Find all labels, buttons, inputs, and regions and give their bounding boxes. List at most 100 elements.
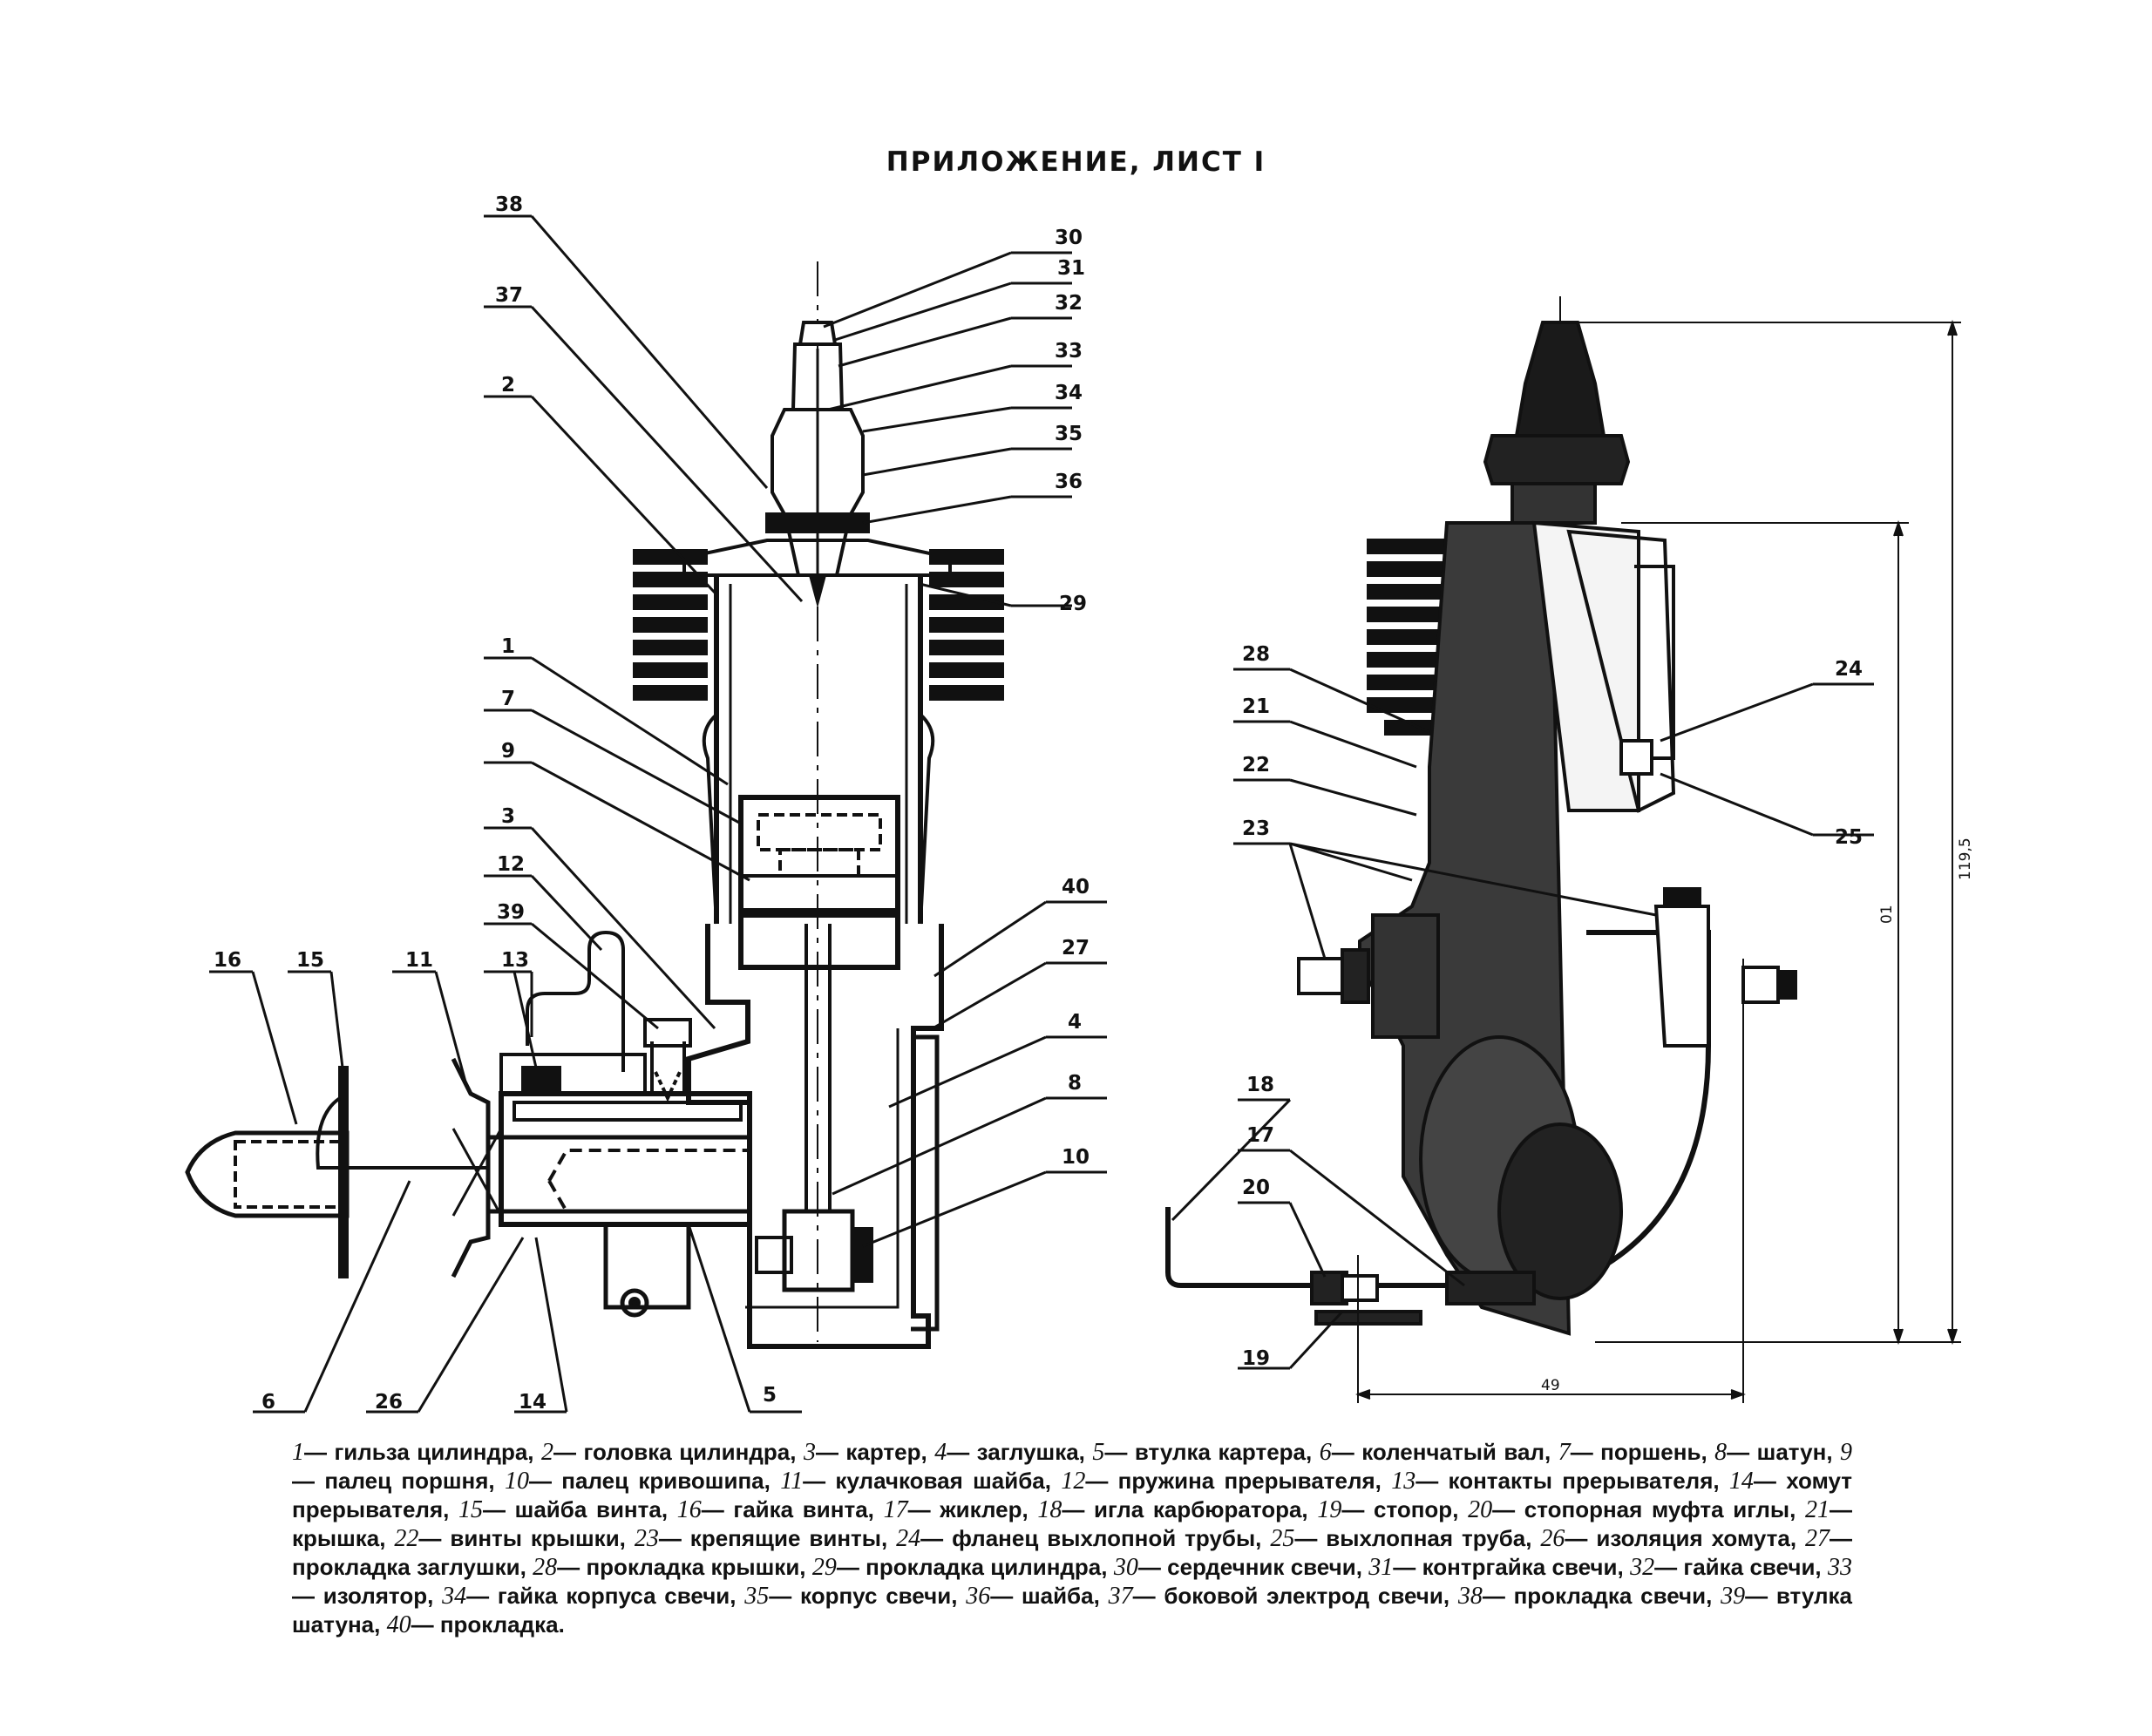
- legend-item: 4— заглушка,: [934, 1439, 1085, 1466]
- callout-15: 15: [296, 949, 324, 972]
- left-section-view: [185, 261, 1004, 1349]
- legend-number: 8: [1714, 1439, 1728, 1466]
- legend-text: — выхлопная труба,: [1294, 1525, 1532, 1551]
- callout-11: 11: [405, 949, 433, 972]
- callout-35: 35: [1055, 423, 1083, 445]
- legend-number: 16: [676, 1496, 702, 1523]
- callout-17: 17: [1246, 1124, 1274, 1147]
- legend-text: — изолятор,: [292, 1583, 434, 1609]
- callout-20: 20: [1242, 1177, 1270, 1199]
- legend-number: 36: [966, 1583, 991, 1610]
- legend-item: 14— хомут прерывателя,: [292, 1468, 1852, 1522]
- legend-item: 3— картер,: [803, 1439, 927, 1466]
- legend-text: — гайка винта,: [701, 1496, 874, 1522]
- callout-23: 23: [1242, 817, 1270, 840]
- callout-8: 8: [1068, 1072, 1082, 1095]
- legend-number: 18: [1037, 1496, 1062, 1523]
- legend-text: — контргайка свечи,: [1393, 1554, 1624, 1580]
- legend-number: 10: [504, 1468, 529, 1495]
- legend-number: 22: [394, 1525, 419, 1552]
- callout-39: 39: [497, 901, 525, 924]
- callout-34: 34: [1055, 382, 1083, 404]
- legend-item: 22— винты крышки,: [394, 1525, 626, 1552]
- legend-item: 10— палец кривошипа,: [504, 1468, 771, 1495]
- legend-number: 20: [1468, 1496, 1493, 1523]
- legend-item: 31— контргайка свечи,: [1368, 1554, 1624, 1581]
- legend-number: 30: [1113, 1554, 1138, 1581]
- connecting-rod: [738, 912, 900, 1292]
- right-leader-lines: [1171, 668, 1874, 1370]
- legend-item: 40— прокладка.: [387, 1611, 565, 1638]
- legend-number: 7: [1558, 1439, 1571, 1466]
- legend-item: 19— стопор,: [1317, 1496, 1458, 1523]
- callout-26: 26: [375, 1391, 403, 1414]
- legend-text: — прокладка.: [411, 1611, 565, 1638]
- legend-item: 33— изолятор,: [292, 1554, 1852, 1609]
- legend-item: 15— шайба винта,: [458, 1496, 668, 1523]
- legend-text: — винты крышки,: [418, 1525, 626, 1551]
- legend-number: 14: [1728, 1468, 1754, 1495]
- legend-number: 35: [744, 1583, 770, 1610]
- callout-12: 12: [497, 853, 525, 876]
- callout-21: 21: [1242, 695, 1270, 718]
- legend-text: — крышка,: [292, 1496, 1852, 1551]
- dim-body-height: 01: [1878, 905, 1896, 924]
- legend-item: 25— выхлопная труба,: [1270, 1525, 1532, 1552]
- legend-text: — поршень,: [1570, 1439, 1707, 1465]
- callout-9: 9: [501, 740, 515, 763]
- legend-number: 3: [803, 1439, 816, 1466]
- legend-item: 27— прокладка заглушки,: [292, 1525, 1852, 1580]
- callout-27: 27: [1062, 937, 1090, 960]
- legend-number: 34: [442, 1583, 467, 1610]
- legend-number: 24: [896, 1525, 921, 1552]
- legend-number: 40: [386, 1611, 411, 1638]
- legend-number: 23: [634, 1525, 659, 1552]
- cylinder-liner: [714, 575, 923, 924]
- legend-text: — заглушка,: [947, 1439, 1085, 1465]
- callout-33: 33: [1055, 340, 1083, 363]
- callout-4: 4: [1068, 1011, 1082, 1034]
- legend-text: — коленчатый вал,: [1331, 1439, 1551, 1465]
- callout-40: 40: [1062, 876, 1090, 899]
- legend-number: 9: [1840, 1439, 1853, 1466]
- legend-text: — шайба,: [990, 1583, 1100, 1609]
- legend-text: — прокладка цилиндра,: [836, 1554, 1108, 1580]
- right-callouts: 28 21 22 23 24 25 18 17 20 19: [1242, 643, 1863, 1370]
- legend-text: — картер,: [815, 1439, 927, 1465]
- callout-29: 29: [1059, 593, 1087, 615]
- legend-number: 19: [1317, 1496, 1342, 1523]
- legend-number: 32: [1630, 1554, 1655, 1581]
- legend-text: — шатун,: [1727, 1439, 1833, 1465]
- legend-text: — палец поршня,: [292, 1468, 495, 1494]
- callout-22: 22: [1242, 754, 1270, 776]
- legend-item: 37— боковой электрод свечи,: [1109, 1583, 1450, 1610]
- legend-text: — хомут прерывателя,: [292, 1468, 1852, 1522]
- callout-14: 14: [519, 1391, 546, 1414]
- legend-item: 20— стопорная муфта иглы,: [1468, 1496, 1796, 1523]
- callout-10: 10: [1062, 1146, 1090, 1169]
- callout-31: 31: [1057, 257, 1085, 280]
- legend-text: — прокладка заглушки,: [292, 1525, 1852, 1580]
- legend-item: 17— жиклер,: [884, 1496, 1028, 1523]
- legend-item: 29— прокладка цилиндра,: [811, 1554, 1108, 1581]
- legend-text: — головка цилиндра,: [553, 1439, 797, 1465]
- legend-item: 11— кулачковая шайба,: [780, 1468, 1051, 1495]
- legend-number: 29: [811, 1554, 837, 1581]
- callout-6: 6: [261, 1391, 275, 1414]
- legend-item: 13— контакты прерывателя,: [1391, 1468, 1719, 1495]
- legend-item: 16— гайка винта,: [676, 1496, 874, 1523]
- callout-25: 25: [1835, 826, 1863, 849]
- legend-text: — кулачковая шайба,: [803, 1468, 1051, 1494]
- legend-number: 5: [1092, 1439, 1105, 1466]
- legend-number: 2: [541, 1439, 554, 1466]
- legend-number: 11: [780, 1468, 804, 1495]
- breaker-assembly: [499, 930, 692, 1102]
- left-callouts: 38 37 2 1 7 9 3 12 39 13 16 15 11 30 31 …: [214, 193, 1090, 1414]
- legend-text: — жиклер,: [907, 1496, 1028, 1522]
- right-exterior-view: [1165, 296, 1797, 1336]
- legend-item: 38— прокладка свечи,: [1458, 1583, 1713, 1610]
- legend-text: — прокладка свечи,: [1482, 1583, 1713, 1609]
- legend-item: 7— поршень,: [1558, 1439, 1707, 1466]
- bearing-housing: [499, 1091, 752, 1318]
